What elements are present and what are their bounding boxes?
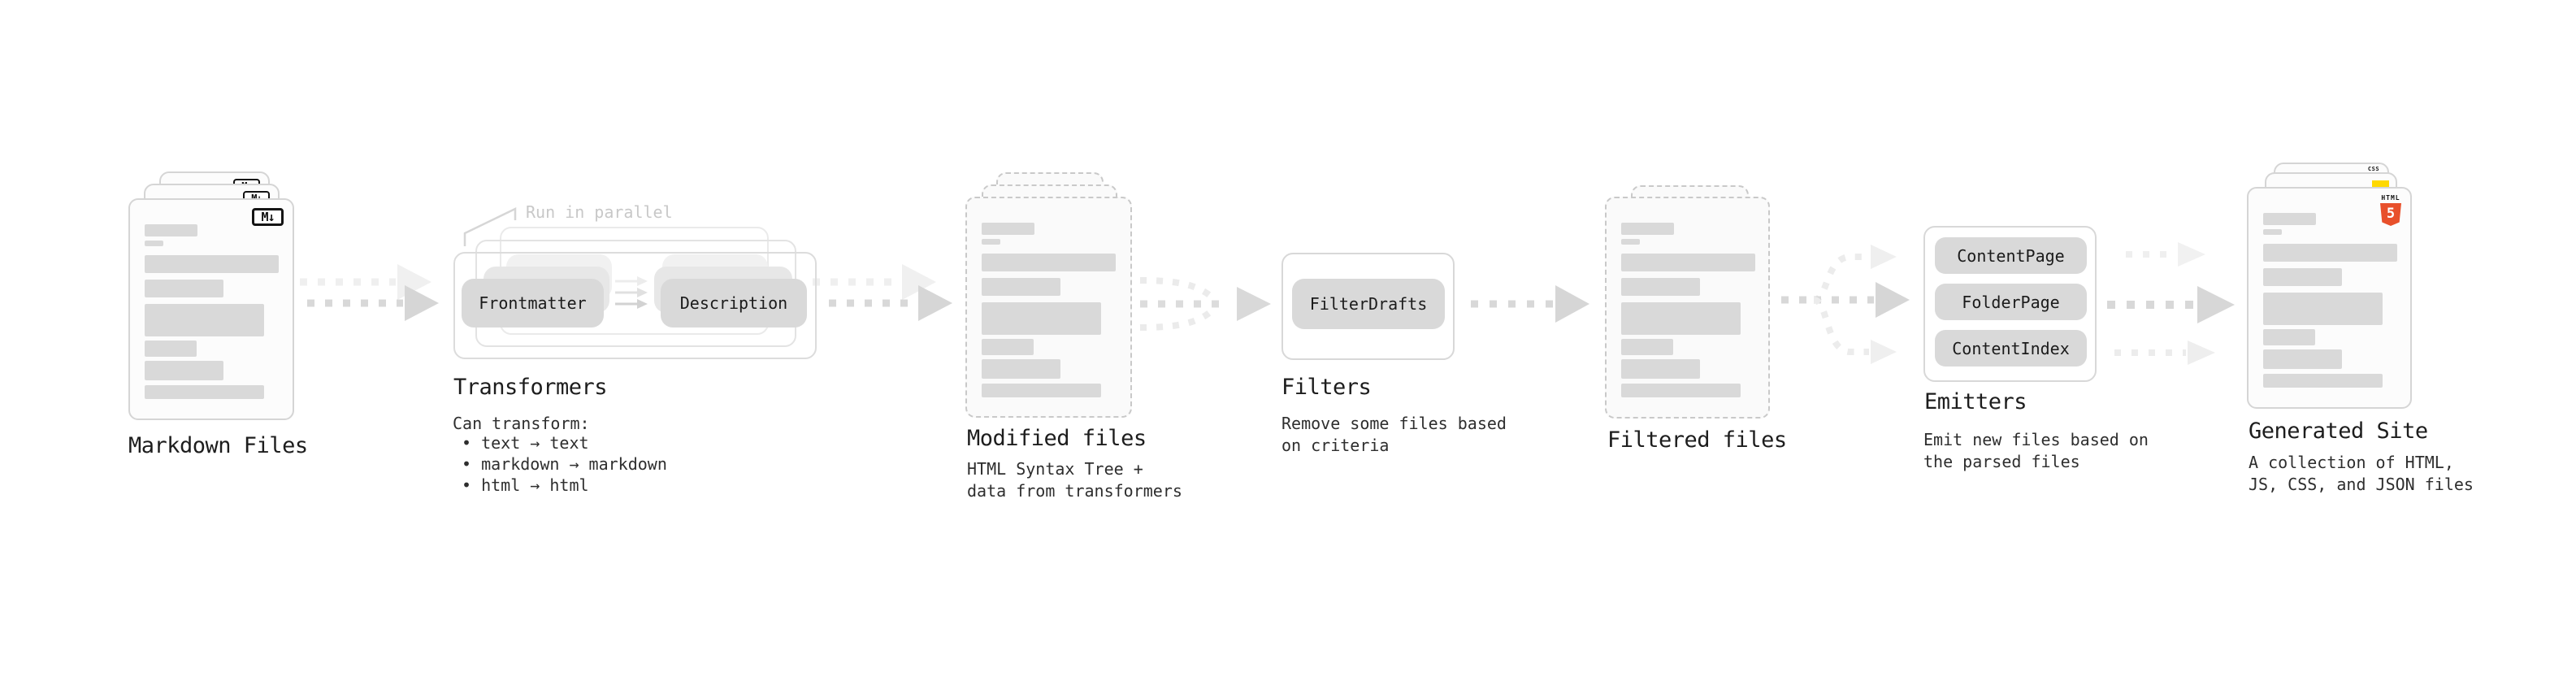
js-icon bbox=[2372, 180, 2389, 189]
skeleton-text-bar bbox=[145, 340, 197, 357]
arrow-modified-to-filters bbox=[1139, 277, 1271, 331]
arrow-filters-to-filtered bbox=[1471, 285, 1589, 323]
filtered-file-front bbox=[1605, 197, 1770, 419]
skeleton-text-bar bbox=[145, 361, 223, 380]
html5-icon: HTML 5 bbox=[2380, 195, 2401, 226]
skeleton-text-bar bbox=[145, 304, 264, 336]
transformer-pill-description: Description bbox=[661, 279, 807, 327]
skeleton-text-bar bbox=[2263, 213, 2316, 225]
transform-item-markdown: • markdown → markdown bbox=[462, 454, 667, 474]
skeleton-text-bar bbox=[2263, 349, 2342, 369]
skeleton-text-bar bbox=[2263, 293, 2383, 325]
document-content-skeleton bbox=[982, 223, 1116, 397]
transformers-desc-heading: Can transform: bbox=[453, 414, 590, 433]
parallel-note: Run in parallel bbox=[526, 202, 673, 222]
skeleton-text-bar bbox=[1621, 278, 1700, 296]
skeleton-text-bar bbox=[145, 385, 264, 399]
stage-label-transformers: Transformers bbox=[453, 375, 608, 400]
skeleton-text-bar bbox=[982, 223, 1034, 235]
emitter-pill-contentpage: ContentPage bbox=[1935, 237, 2087, 274]
skeleton-text-bar bbox=[982, 339, 1034, 355]
skeleton-text-bar bbox=[1621, 254, 1755, 271]
skeleton-text-bar bbox=[145, 280, 223, 297]
emitter-pill-folderpage: FolderPage bbox=[1935, 284, 2087, 320]
skeleton-text-bar bbox=[1621, 359, 1700, 379]
skeleton-text-bar bbox=[982, 359, 1060, 379]
stage-label-filtered-files: Filtered files bbox=[1607, 427, 1787, 453]
emitter-pill-contentindex: ContentIndex bbox=[1935, 330, 2087, 367]
skeleton-text-bar bbox=[145, 224, 197, 236]
generated-site-desc: A collection of HTML, JS, CSS, and JSON … bbox=[2249, 453, 2474, 494]
arrow-filtered-to-emitters bbox=[1781, 245, 1910, 364]
transformers-box-front bbox=[453, 252, 817, 359]
arrow-markdown-to-transformers bbox=[300, 264, 439, 321]
skeleton-text-bar bbox=[1621, 239, 1640, 245]
stage-label-emitters: Emitters bbox=[1924, 389, 2027, 414]
css-icon-label: CSS bbox=[2367, 166, 2380, 172]
emitters-desc: Emit new files based on the parsed files bbox=[1923, 430, 2149, 471]
document-content-skeleton bbox=[145, 224, 279, 399]
filters-desc: Remove some files based on criteria bbox=[1281, 414, 1507, 455]
skeleton-text-bar bbox=[982, 239, 1000, 245]
skeleton-text-bar bbox=[2263, 244, 2397, 262]
skeleton-text-bar bbox=[145, 241, 163, 246]
skeleton-text-bar bbox=[1621, 339, 1673, 355]
stage-label-filters: Filters bbox=[1281, 375, 1372, 400]
stage-label-markdown-files: Markdown Files bbox=[128, 433, 308, 458]
filter-pill-filterdrafts: FilterDrafts bbox=[1292, 279, 1445, 329]
skeleton-text-bar bbox=[1621, 223, 1674, 235]
skeleton-text-bar bbox=[2263, 329, 2315, 345]
transformers-desc-items: • text → text • markdown → markdown • ht… bbox=[462, 432, 667, 496]
arrows-emitters-to-site bbox=[2107, 242, 2235, 365]
markdown-file-front: M↓ bbox=[128, 198, 294, 420]
site-file-html: HTML 5 bbox=[2247, 187, 2412, 409]
skeleton-text-bar bbox=[145, 255, 279, 273]
markdown-icon: M↓ bbox=[252, 208, 284, 226]
modified-files-desc: HTML Syntax Tree + data from transformer… bbox=[967, 459, 1182, 501]
html5-icon-shield: 5 bbox=[2380, 203, 2401, 226]
transform-item-text: • text → text bbox=[462, 433, 589, 453]
transform-item-html: • html → html bbox=[462, 475, 589, 495]
transformer-pill-frontmatter: Frontmatter bbox=[462, 279, 604, 327]
skeleton-text-bar bbox=[2263, 268, 2342, 286]
document-content-skeleton bbox=[1621, 223, 1755, 397]
document-content-skeleton bbox=[2263, 213, 2397, 388]
stage-label-generated-site: Generated Site bbox=[2249, 419, 2428, 444]
modified-file-front bbox=[965, 197, 1132, 418]
html5-icon-word: HTML bbox=[2381, 194, 2400, 202]
skeleton-text-bar bbox=[1621, 384, 1741, 397]
skeleton-text-bar bbox=[2263, 374, 2383, 388]
skeleton-text-bar bbox=[982, 384, 1101, 397]
skeleton-text-bar bbox=[982, 278, 1060, 296]
skeleton-text-bar bbox=[982, 254, 1116, 271]
stage-label-modified-files: Modified files bbox=[967, 426, 1147, 451]
skeleton-text-bar bbox=[982, 302, 1101, 335]
skeleton-text-bar bbox=[2263, 229, 2282, 235]
skeleton-text-bar bbox=[1621, 302, 1741, 335]
arrow-transformers-to-modified bbox=[813, 264, 952, 321]
